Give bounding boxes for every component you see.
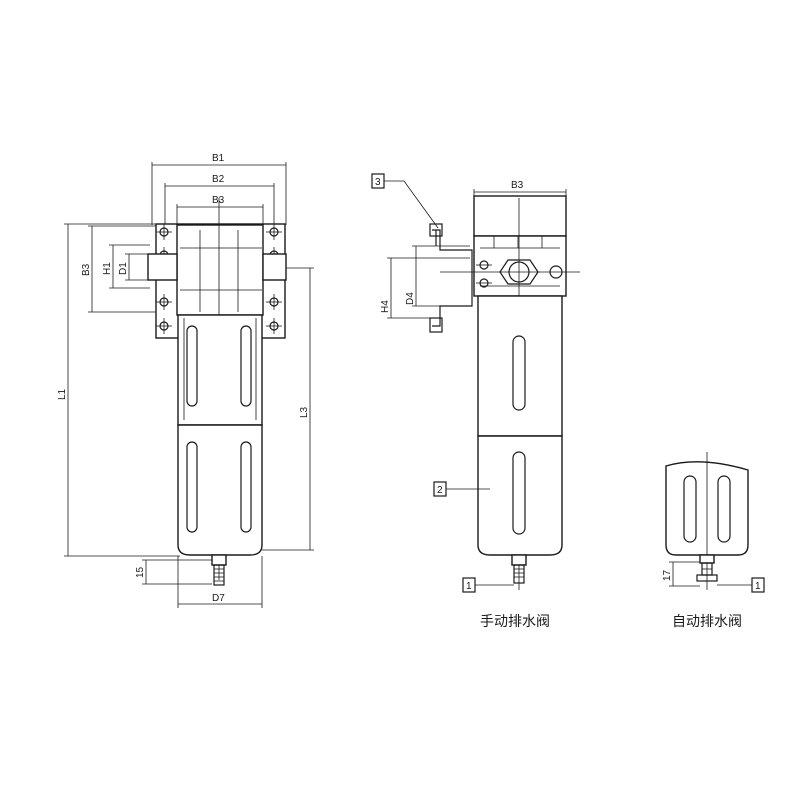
side-head-cap <box>473 195 567 237</box>
side-lower-bowl <box>477 435 563 556</box>
detail-drain-nut <box>699 554 715 564</box>
dim-b3: B3 <box>212 195 225 206</box>
lower-window-left <box>186 441 198 533</box>
side-drain-nut <box>511 554 527 566</box>
caption-auto-drain: 自动排水阀 <box>672 614 742 630</box>
side-drain-stem <box>513 564 525 584</box>
side-bracket <box>432 229 473 327</box>
side-window-upper <box>512 335 526 411</box>
dim-h4: H4 <box>380 300 391 313</box>
side-window-lower <box>512 451 526 535</box>
callout-3: 3 <box>375 177 381 188</box>
side-upper-bowl <box>477 295 563 437</box>
side-view: B3 H4 <box>371 173 580 630</box>
sight-window-right <box>240 325 252 407</box>
valve-head <box>176 224 264 316</box>
dim-17: 17 <box>662 569 673 581</box>
dim-l3: L3 <box>299 406 310 418</box>
auto-drain-detail: 17 1 自动排水阀 <box>662 452 765 630</box>
side-screw <box>549 265 563 279</box>
dim-15: 15 <box>135 566 146 578</box>
outlet-port <box>262 253 287 281</box>
detail-window-right <box>717 475 731 543</box>
callout-1: 1 <box>466 581 472 592</box>
dim-d4: D4 <box>405 292 416 305</box>
dim-l1: L1 <box>57 388 68 400</box>
dim-b3-side: B3 <box>81 263 92 276</box>
upper-bowl <box>177 314 263 426</box>
inlet-port <box>147 253 178 281</box>
sight-window-left <box>186 325 198 407</box>
front-view: B1 B2 B3 L1 B3 H1 D1 L3 <box>57 153 314 608</box>
dim-b2: B2 <box>212 174 225 185</box>
dim-b3-right: B3 <box>511 180 524 191</box>
callout-2: 2 <box>437 485 443 496</box>
dim-d7: D7 <box>212 593 225 604</box>
dim-d1: D1 <box>118 262 129 275</box>
dim-h1: H1 <box>102 262 113 275</box>
lower-bowl <box>177 424 263 556</box>
callout-1b: 1 <box>755 581 761 592</box>
drain-stem <box>213 564 225 586</box>
lower-window-right <box>240 441 252 533</box>
detail-window-left <box>683 475 697 543</box>
side-hex-port <box>499 259 539 285</box>
drain-nut <box>211 554 227 566</box>
dim-b1: B1 <box>212 153 225 164</box>
caption-manual-drain: 手动排水阀 <box>480 614 550 630</box>
